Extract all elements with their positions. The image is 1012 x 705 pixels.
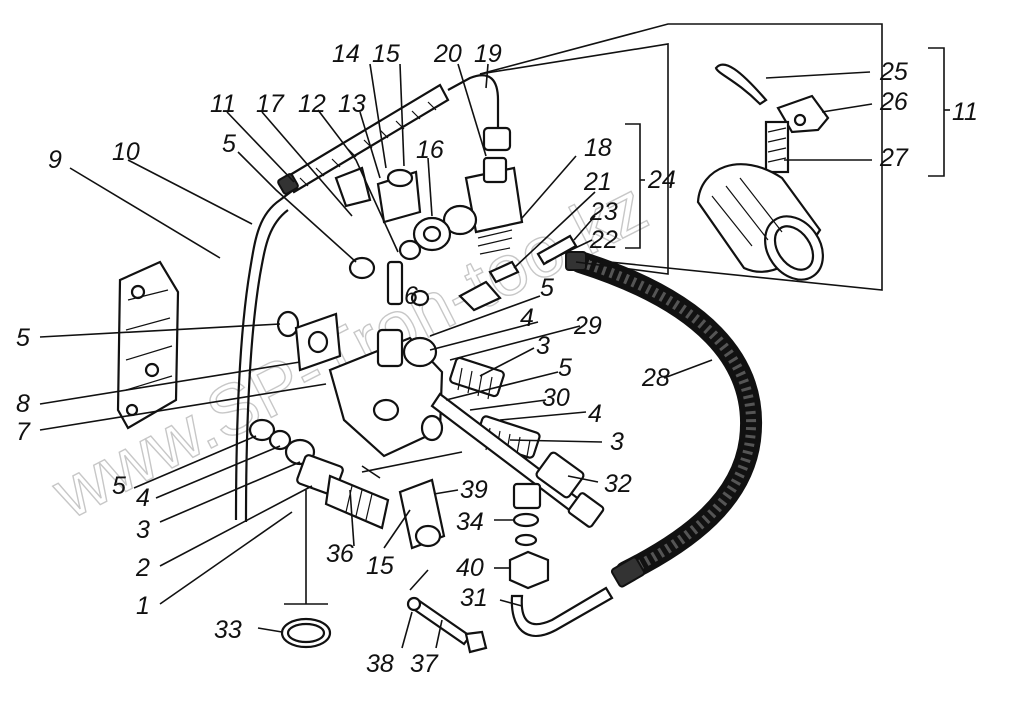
callout-21: 21 (583, 168, 612, 196)
callout-5a: 5 (222, 130, 236, 158)
bolt-23 (536, 234, 578, 266)
strip-27 (764, 120, 790, 174)
callout-10: 10 (112, 138, 140, 166)
callout-25: 25 (879, 58, 908, 86)
callout-16: 16 (416, 136, 444, 164)
mounting-bracket (116, 260, 180, 430)
callout-24: 24 (647, 166, 676, 194)
bent-pipe-31 (510, 586, 614, 637)
callout-38: 38 (366, 650, 394, 678)
fitting-34 (512, 482, 542, 510)
washer-34 (512, 512, 540, 528)
callout-6: 6 (404, 282, 418, 310)
callout-9: 9 (48, 146, 62, 174)
leader-lines (39, 23, 950, 649)
hose-28 (565, 251, 763, 588)
callout-30: 30 (542, 384, 570, 412)
washer-upper (398, 239, 422, 261)
callout-1: 1 (136, 592, 150, 620)
callout-33: 33 (214, 616, 242, 644)
protective-sleeve (696, 163, 824, 281)
callout-4b: 4 (588, 400, 602, 428)
lower-fitting-36 (324, 474, 390, 530)
callout-34: 34 (456, 508, 484, 536)
bent-pipe-upper (447, 74, 500, 140)
callout-32: 32 (604, 470, 632, 498)
callout-14: 14 (332, 40, 360, 68)
callout-40: 40 (456, 554, 484, 582)
hex-nut-40 (508, 550, 550, 590)
callout-23: 23 (589, 198, 618, 226)
callout-3a: 3 (536, 332, 550, 360)
callout-12: 12 (298, 90, 326, 118)
callout-22: 22 (589, 226, 618, 254)
callout-4a: 4 (520, 304, 534, 332)
bolt-vertical (386, 260, 404, 306)
clevis-26 (776, 94, 830, 134)
callout-5d: 5 (16, 324, 30, 352)
upper-valve (442, 156, 524, 255)
callout-36: 36 (326, 540, 354, 568)
callout-39: 39 (460, 476, 488, 504)
o-ring-left (276, 310, 300, 338)
callout-5b: 5 (540, 274, 554, 302)
callout-29: 29 (573, 312, 602, 340)
callout-2: 2 (135, 554, 150, 582)
tube-nut-32 (535, 451, 585, 499)
callout-11a: 11 (210, 90, 236, 118)
callout-5e: 5 (112, 472, 126, 500)
callout-15b: 15 (366, 552, 394, 580)
callout-28: 28 (641, 364, 670, 392)
callout-15a: 15 (372, 40, 400, 68)
callout-18: 18 (584, 134, 612, 162)
washer-5-lower (248, 418, 276, 442)
callout-27: 27 (879, 144, 909, 172)
callout-3b: 3 (610, 428, 624, 456)
clamp (458, 280, 502, 312)
central-manifold (328, 328, 444, 458)
callout-37: 37 (410, 650, 439, 678)
callout-31: 31 (460, 584, 488, 612)
pipe-nut-upper (482, 126, 512, 152)
callout-17: 17 (256, 90, 285, 118)
braided-hose-top (277, 83, 450, 195)
callout-11b: 11 (952, 98, 978, 126)
callout-5c: 5 (558, 354, 572, 382)
callout-7: 7 (16, 418, 31, 446)
o-ring-upper (348, 256, 376, 280)
callout-26: 26 (879, 88, 908, 116)
callout-labels: 9 10 5 11 17 12 13 14 15 16 20 19 18 21 … (16, 40, 978, 678)
nut-6 (410, 289, 430, 307)
callout-19: 19 (474, 40, 502, 68)
callout-13: 13 (338, 90, 366, 118)
washer-38 (406, 596, 422, 612)
callout-20: 20 (433, 40, 462, 68)
bolt-21 (488, 260, 520, 284)
threaded-fitting-a (449, 356, 505, 400)
callout-8: 8 (16, 390, 30, 418)
callout-3c: 3 (136, 516, 150, 544)
cotter-pin-25 (714, 63, 768, 106)
callout-4c: 4 (136, 484, 150, 512)
upper-tee-fitting (334, 166, 422, 224)
